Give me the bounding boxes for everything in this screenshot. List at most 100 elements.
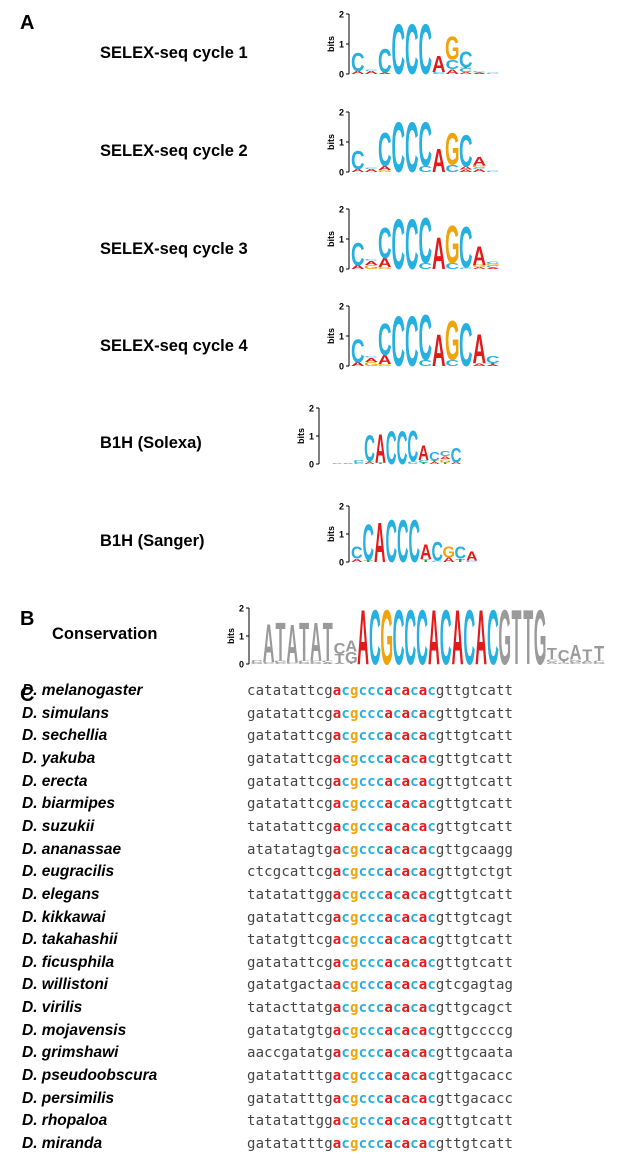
y-axis-tick-label: 0 <box>339 70 344 80</box>
core-nucleotide: a <box>418 705 428 722</box>
logo-letter-a: A <box>443 556 455 563</box>
core-nucleotide: c <box>358 841 368 858</box>
core-nucleotide: c <box>410 1045 419 1062</box>
core-nucleotide: a <box>332 909 342 926</box>
core-nucleotide: g <box>349 932 359 949</box>
core-nucleotide: g <box>349 954 359 971</box>
logo-letter-a: A <box>375 425 386 471</box>
logo-letter-c: C <box>364 356 378 358</box>
sequence-flank-right: gtcgagtag <box>435 977 514 994</box>
sequence-flank-right: gttgtcagt <box>435 909 514 926</box>
sequence-flank-right: gttgcaata <box>435 1045 514 1062</box>
logo-letter-c: C <box>332 463 343 464</box>
y-axis-label: bits <box>226 628 236 644</box>
core-nucleotide: c <box>410 796 419 813</box>
core-nucleotide: c <box>367 1136 376 1152</box>
core-nucleotide: c <box>341 818 350 835</box>
core-nucleotide: c <box>427 796 436 813</box>
species-sequence: tatacttatgacgcccacacacgttgcagct <box>247 1000 513 1016</box>
logo-letter-t: T <box>547 646 557 663</box>
logo-letter-a: A <box>445 68 459 76</box>
species-sequence: gatatattcgacgcccacacacgttgtcatt <box>247 955 513 971</box>
logo-letter-a: A <box>374 510 386 574</box>
logo-letter-c: C <box>408 509 420 576</box>
logo-letter-g: G <box>298 662 311 665</box>
species-name: D. simulans <box>22 704 109 722</box>
logo-letter-a: A <box>364 356 378 363</box>
core-nucleotide: g <box>349 728 359 745</box>
core-nucleotide: c <box>358 864 368 881</box>
core-nucleotide: a <box>418 841 428 858</box>
sequence-flank-right: gttgccccg <box>435 1022 514 1039</box>
logo-letter-a: A <box>440 456 451 460</box>
logo-letter-c: C <box>364 69 378 71</box>
core-nucleotide: c <box>410 728 419 745</box>
core-nucleotide: a <box>401 728 411 745</box>
sequence-flank-right: gttgacacc <box>435 1068 514 1085</box>
sequence-core-motif: acgcccacacac <box>333 1045 436 1061</box>
core-nucleotide: c <box>392 1000 402 1017</box>
sequence-flank-right: gttgtcatt <box>435 683 514 699</box>
core-nucleotide: c <box>427 683 436 699</box>
logo-letter-t: T <box>441 462 451 465</box>
logo-letter-c: C <box>378 123 392 177</box>
species-name: D. grimshawi <box>22 1044 119 1062</box>
core-nucleotide: c <box>367 818 376 835</box>
core-nucleotide: g <box>349 977 359 994</box>
core-nucleotide: c <box>341 683 350 699</box>
core-nucleotide: a <box>332 1090 342 1107</box>
core-nucleotide: c <box>410 841 419 858</box>
core-nucleotide: a <box>332 1068 342 1085</box>
logo-letter-g: G <box>364 264 379 271</box>
core-nucleotide: c <box>341 909 350 926</box>
core-nucleotide: c <box>410 750 419 767</box>
core-nucleotide: c <box>367 954 376 971</box>
logo-letter-g: G <box>557 662 570 664</box>
core-nucleotide: c <box>341 954 350 971</box>
core-nucleotide: c <box>427 909 436 926</box>
logo-label-selex-cycle-3: SELEX-seq cycle 3 <box>100 240 248 258</box>
species-name: D. persimilis <box>22 1089 115 1107</box>
sequence-flank-right: gttgtcatt <box>435 728 514 745</box>
panel-letter-b: B <box>20 608 35 630</box>
core-nucleotide: a <box>418 1113 428 1130</box>
core-nucleotide: c <box>427 818 436 835</box>
core-nucleotide: a <box>418 750 428 767</box>
core-nucleotide: c <box>367 1000 376 1017</box>
core-nucleotide: c <box>341 750 350 767</box>
core-nucleotide: c <box>392 909 402 926</box>
logo-letter-t: T <box>559 661 570 664</box>
logo-letter-c: C <box>459 216 473 281</box>
panel-letter-c: C <box>20 684 35 706</box>
y-axis-tick-label: 0 <box>339 362 344 372</box>
logo-letter-a: A <box>451 462 462 465</box>
core-nucleotide: c <box>427 932 436 949</box>
logo-letter-c: C <box>486 265 500 268</box>
logo-letter-c: C <box>463 593 475 680</box>
core-nucleotide: c <box>392 1045 402 1062</box>
core-nucleotide: a <box>384 1045 393 1062</box>
core-nucleotide: c <box>392 728 402 745</box>
core-nucleotide: c <box>341 705 350 722</box>
logo-letter-g: G <box>445 214 460 275</box>
logo-letter-a: A <box>432 327 446 377</box>
core-nucleotide: g <box>349 705 359 722</box>
logo-letter-c: C <box>364 259 378 261</box>
core-nucleotide: c <box>358 886 368 903</box>
logo-letter-c: C <box>440 449 451 458</box>
logo-letter-a: A <box>351 362 365 367</box>
logo-letter-a: A <box>475 593 487 680</box>
logo-letter-c: C <box>558 648 570 665</box>
sequence-flank-left: tatatattgg <box>247 886 333 903</box>
logo-letter-g: G <box>251 662 264 665</box>
core-nucleotide: a <box>401 977 411 994</box>
core-nucleotide: c <box>375 932 385 949</box>
sequence-flank-left: gatatattcg <box>247 773 333 790</box>
core-nucleotide: c <box>367 909 376 926</box>
core-nucleotide: a <box>418 683 428 699</box>
core-nucleotide: a <box>384 705 393 722</box>
logo-letter-a: A <box>472 72 486 74</box>
